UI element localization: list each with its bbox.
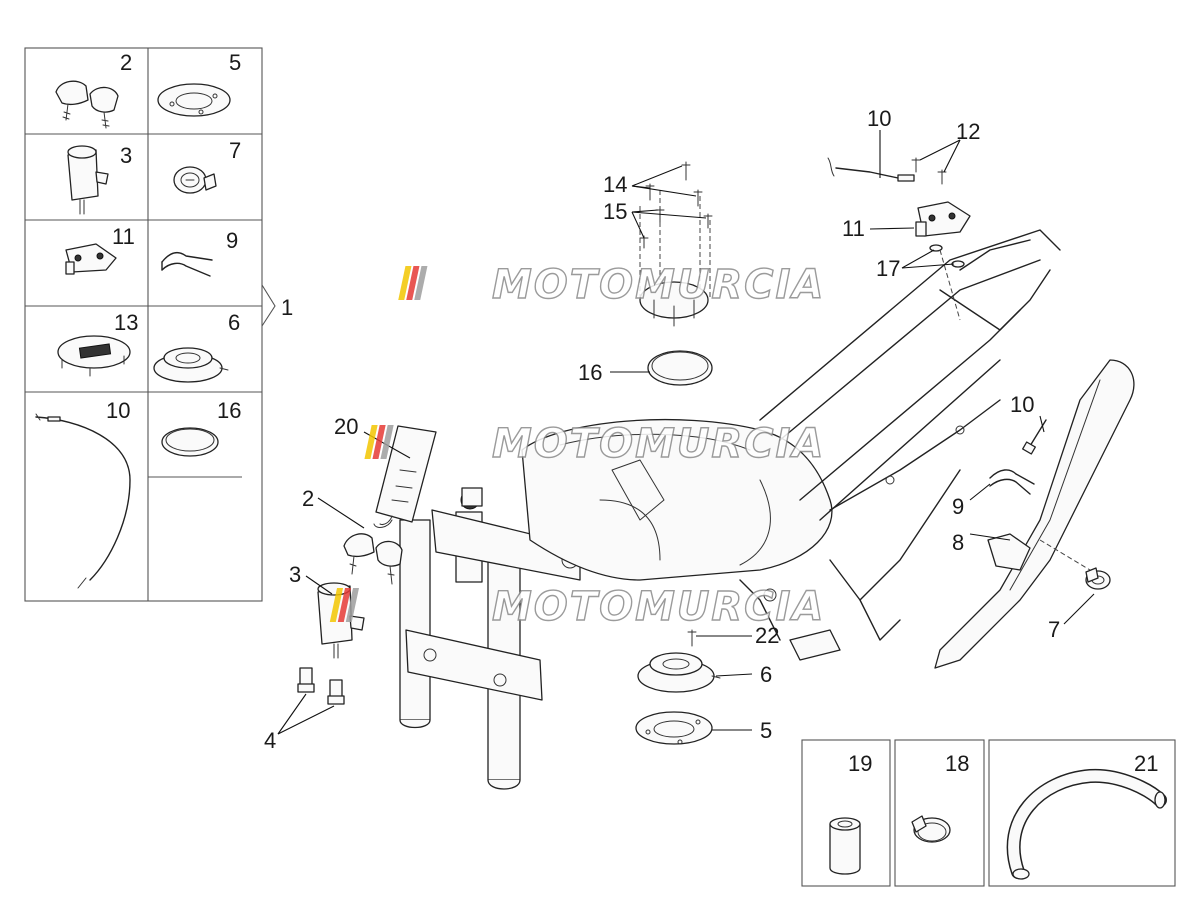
- callout-3: 3: [289, 562, 301, 587]
- side-cover: [934, 359, 1135, 669]
- watermark-stripe: [329, 588, 344, 622]
- callout-10-right: 10: [1010, 392, 1034, 417]
- watermark-text: MOTOMURCIA: [492, 421, 825, 467]
- kit-cell-label: 3: [120, 143, 132, 168]
- kit-cell-label: 11: [112, 224, 135, 249]
- watermark-stripe: [372, 425, 386, 459]
- fuel-cap-flange-main: [637, 652, 721, 693]
- hose-clamp-part: [911, 815, 951, 843]
- bolts-main: [297, 667, 345, 705]
- keys-main: [343, 425, 437, 585]
- fuel-cap-flange-part: [153, 347, 229, 383]
- extra-label-18: 18: [945, 751, 969, 776]
- extra-boxes: 19 18 21: [801, 739, 1176, 887]
- front-fork: [399, 487, 581, 790]
- kit-cell-label: 16: [217, 398, 241, 423]
- callout-9: 9: [952, 494, 964, 519]
- callout-17: 17: [876, 256, 900, 281]
- kit-cell-label: 10: [106, 398, 130, 423]
- kit-cell-label: 6: [228, 310, 240, 335]
- callout-2: 2: [302, 486, 314, 511]
- callout-14: 14: [603, 172, 627, 197]
- screw-22: [687, 629, 697, 647]
- callout-4: 4: [264, 728, 276, 753]
- extra-label-21: 21: [1134, 751, 1158, 776]
- main-assembly: 10 12 14 15 11 17 16 10 9 8 7 20 2 3 22 …: [264, 106, 1135, 790]
- lock-bracket-main: [911, 157, 971, 321]
- rear-frame: [739, 229, 1061, 661]
- watermarks: MOTOMURCIA MOTOMURCIA MOTOMURCIA: [329, 261, 825, 631]
- watermark-text: MOTOMURCIA: [492, 584, 825, 630]
- watermark-stripe: [406, 266, 420, 300]
- watermark-stripe: [337, 588, 352, 622]
- callout-15: 15: [603, 199, 627, 224]
- seat-lock-main: [1085, 567, 1111, 590]
- callout-16: 16: [578, 360, 602, 385]
- o-ring-main: [647, 350, 713, 386]
- kit-cell-label: 5: [229, 50, 241, 75]
- callout-10-top: 10: [867, 106, 891, 131]
- kit-cell-label: 13: [114, 310, 138, 335]
- watermark-stripe: [364, 425, 378, 459]
- lock-bracket-part: [65, 243, 117, 275]
- watermark: MOTOMURCIA: [329, 583, 825, 631]
- keys-part: [55, 80, 119, 129]
- watermark-text: MOTOMURCIA: [492, 262, 825, 308]
- leader-lines: [277, 130, 1095, 735]
- ignition-lock-part: [67, 145, 109, 215]
- release-cable-part: [35, 413, 131, 589]
- kit-box: 1 2 5 3 7 11 9 13 6 10 16: [24, 47, 293, 602]
- spring-clip-part: [161, 251, 213, 277]
- callout-7: 7: [1048, 617, 1060, 642]
- extra-label-19: 19: [848, 751, 872, 776]
- watermark-stripe: [414, 266, 428, 300]
- flat-ring-part: [157, 83, 231, 117]
- watermark-stripe: [380, 425, 394, 459]
- callout-5: 5: [760, 718, 772, 743]
- kit-cell-label: 7: [229, 138, 241, 163]
- seat-lock-part: [173, 166, 217, 194]
- callout-8: 8: [952, 530, 964, 555]
- kit-cell-label: 2: [120, 50, 132, 75]
- watermark-stripe: [398, 266, 412, 300]
- kit-cell-label: 9: [226, 228, 238, 253]
- hose-part: [1006, 768, 1167, 880]
- callout-11: 11: [842, 216, 865, 241]
- fuel-cap-plate-part: [57, 335, 131, 377]
- kit-callout-1: 1: [281, 295, 293, 320]
- flat-ring-main: [635, 711, 713, 745]
- callout-6: 6: [760, 662, 772, 687]
- watermark: MOTOMURCIA: [398, 261, 825, 309]
- callout-22: 22: [755, 623, 779, 648]
- sleeve-tube-part: [829, 817, 861, 875]
- watermark: MOTOMURCIA: [364, 420, 825, 468]
- fuel-tank: [521, 418, 833, 581]
- release-cable-top: [827, 157, 915, 182]
- callout-12: 12: [956, 119, 980, 144]
- watermark-stripe: [345, 588, 360, 622]
- callout-20: 20: [334, 414, 358, 439]
- side-cable-lock: [987, 419, 1091, 571]
- o-ring-part: [161, 427, 219, 457]
